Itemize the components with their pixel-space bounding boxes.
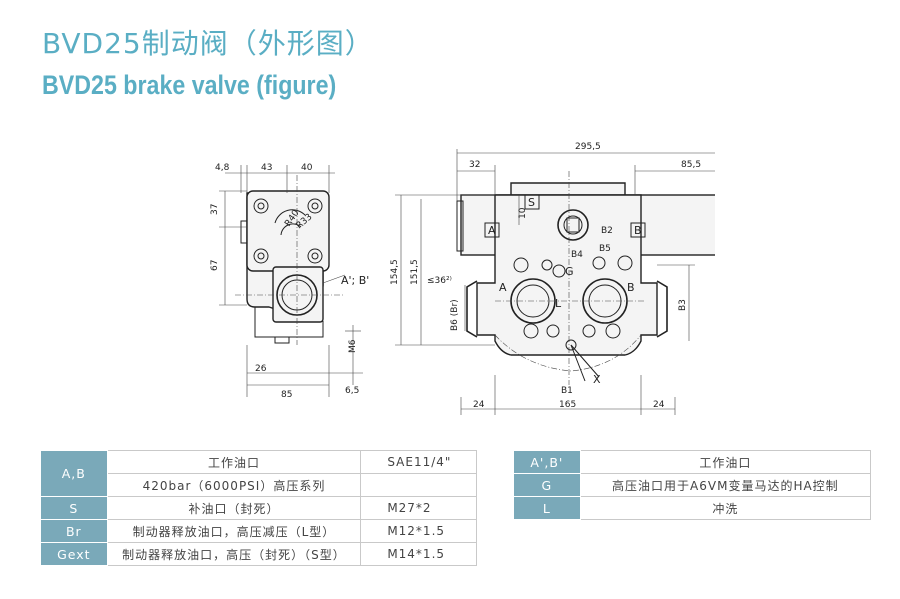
table-row: A',B' 工作油口 <box>513 450 872 474</box>
table-row: G 高压油口用于A6VM变量马达的HA控制 <box>513 473 872 497</box>
table-row: 420bar（6000PSI）高压系列 <box>41 473 477 497</box>
port-b5-label: B5 <box>599 244 611 254</box>
dim-36: ≤36²⁾ <box>427 276 452 286</box>
row-value: SAE11/4" <box>360 450 477 474</box>
port-b-top-label: B <box>634 224 642 237</box>
port-s-label: S <box>528 196 535 209</box>
row-key: Br <box>40 519 108 543</box>
port-b1-label: B1 <box>561 386 573 396</box>
port-l-label: L <box>555 297 562 310</box>
dim-m6: M6 <box>348 339 358 353</box>
right-view: 295,5 32 85,5 10 154,5 151,5 ≤36²⁾ B6 (B… <box>390 142 715 415</box>
dim-165: 165 <box>559 400 576 410</box>
row-value: M12*1.5 <box>360 519 477 543</box>
dim-b6: B6 (Br) <box>450 299 460 331</box>
row-desc: 工作油口 <box>579 450 872 474</box>
page-title-cn: BVD25制动阀（外形图） <box>42 27 374 60</box>
row-desc: 420bar（6000PSI）高压系列 <box>106 473 362 497</box>
table-row: S 补油口（封死） M27*2 <box>40 496 477 520</box>
dim-85-5: 85,5 <box>681 160 701 170</box>
row-key: G <box>513 473 581 497</box>
port-b2-label: B2 <box>601 226 613 236</box>
dim-295-5: 295,5 <box>575 142 601 152</box>
row-value: M14*1.5 <box>360 542 477 566</box>
table-row: A,B 工作油口 SAE11/4" <box>40 450 477 497</box>
table-row: Gext 制动器释放油口，高压（封死）（S型） M14*1.5 <box>40 542 477 566</box>
technical-drawing: 4,8 43 40 37 67 R40 R33 A'; B' 26 85 6,5… <box>210 142 715 415</box>
dim-151-5: 151,5 <box>410 259 420 285</box>
page-title-en: BVD25 brake valve (figure) <box>42 70 337 100</box>
left-view: 4,8 43 40 37 67 R40 R33 A'; B' 26 85 6,5… <box>210 163 369 400</box>
port-x-label: X <box>593 373 601 386</box>
dim-37: 37 <box>210 204 220 215</box>
row-desc: 补油口（封死） <box>106 496 362 520</box>
port-b4-label: B4 <box>571 250 583 260</box>
port-g-label: G <box>565 265 574 278</box>
row-key: Gext <box>40 542 108 566</box>
row-desc: 工作油口 <box>106 450 362 474</box>
row-key: A,B <box>40 450 108 497</box>
port-a-label: A <box>499 281 507 294</box>
dim-24-right: 24 <box>653 400 665 410</box>
dim-85: 85 <box>281 390 292 400</box>
row-key: A',B' <box>513 450 581 474</box>
port-a-top-label: A <box>488 224 496 237</box>
dim-43: 43 <box>261 163 272 173</box>
row-key: S <box>40 496 108 520</box>
table-row: Br 制动器释放油口，高压减压（L型） M12*1.5 <box>40 519 477 543</box>
spec-table-left: A,B 工作油口 SAE11/4" 420bar（6000PSI）高压系列 S … <box>40 450 477 566</box>
dim-67: 67 <box>210 260 220 271</box>
row-desc: 高压油口用于A6VM变量马达的HA控制 <box>579 473 872 497</box>
row-desc: 制动器释放油口，高压减压（L型） <box>106 519 362 543</box>
port-a-b-prime-label: A'; B' <box>341 274 369 287</box>
dim-4-8: 4,8 <box>215 163 230 173</box>
row-desc: 制动器释放油口，高压（封死）（S型） <box>106 542 362 566</box>
dim-24-left: 24 <box>473 400 485 410</box>
port-b-label: B <box>627 281 635 294</box>
dim-32: 32 <box>469 160 480 170</box>
dim-10: 10 <box>518 207 528 219</box>
spec-table-right: A',B' 工作油口 G 高压油口用于A6VM变量马达的HA控制 L 冲洗 <box>513 450 872 520</box>
dim-b3: B3 <box>678 299 688 311</box>
dim-6-5: 6,5 <box>345 386 359 396</box>
row-value <box>360 473 477 497</box>
dim-154-5: 154,5 <box>390 259 400 285</box>
table-row: L 冲洗 <box>513 496 872 520</box>
row-key: L <box>513 496 581 520</box>
dim-26: 26 <box>255 364 267 374</box>
dim-40: 40 <box>301 163 313 173</box>
row-value: M27*2 <box>360 496 477 520</box>
row-desc: 冲洗 <box>579 496 872 520</box>
